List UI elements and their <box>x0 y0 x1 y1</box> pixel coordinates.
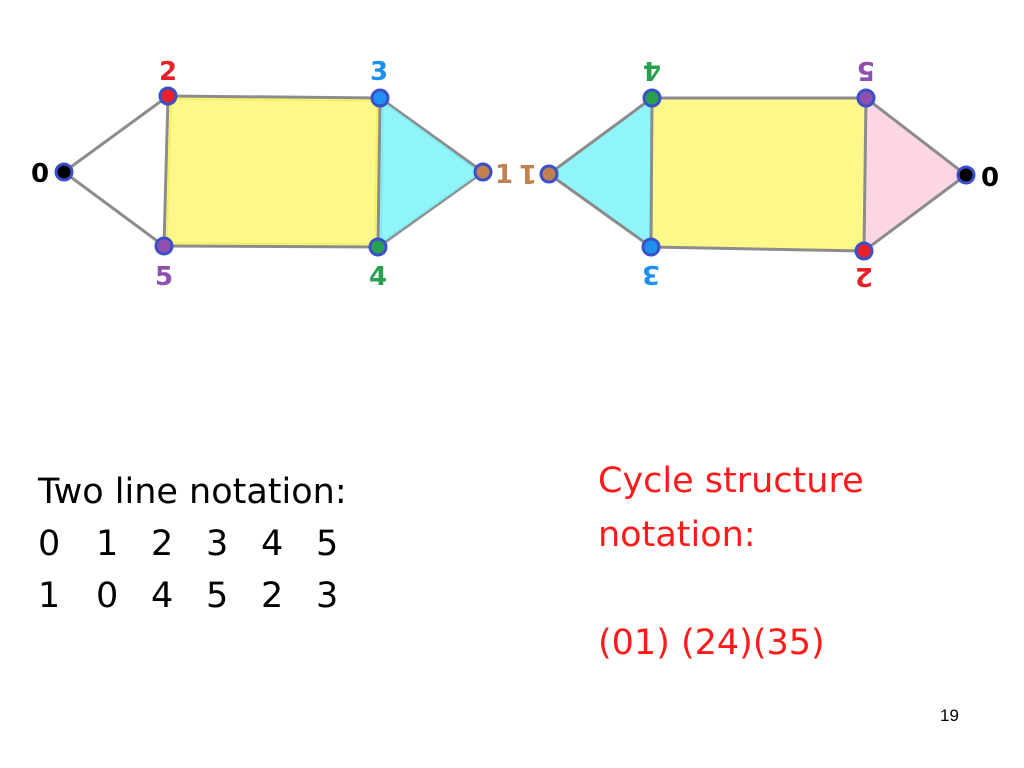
two-line-cell: 2 <box>261 576 284 616</box>
right-edges <box>548 96 967 253</box>
edge-3-4-inner-cyan <box>380 101 384 244</box>
edge-3-1-inner <box>382 101 479 172</box>
right-yellow-face <box>651 98 866 251</box>
edge-3-4 <box>376 97 382 248</box>
two-line-cell: 0 <box>38 524 61 564</box>
edge-5-0 <box>865 96 967 177</box>
right-pink-face <box>864 98 966 251</box>
edge-0-5 <box>63 170 165 248</box>
vertex-label-1: 1 <box>495 160 513 190</box>
vertex-label-5: 5 <box>155 262 173 292</box>
vertex-label-3: 3 <box>370 57 388 87</box>
edge-2-3-inner <box>169 98 378 102</box>
vertex-3 <box>641 237 661 257</box>
vertex-2 <box>854 241 874 261</box>
edge-2-5 <box>162 95 170 247</box>
two-line-cell: 1 <box>38 576 61 616</box>
vertex-label-2: 2 <box>159 57 177 87</box>
cycle-value: (01) (24)(35) <box>598 623 825 663</box>
vertex-0 <box>956 165 976 185</box>
graph-diagram: 0 1 2 3 4 5 <box>31 55 999 292</box>
vertex-label-5-mirrored: 5 <box>857 55 875 85</box>
right-vertices <box>539 88 976 261</box>
right-graph: 0 1 2 3 4 5 <box>519 55 999 291</box>
edge-4-1 <box>377 170 484 249</box>
two-line-cell: 4 <box>151 576 174 616</box>
vertex-2 <box>158 86 178 106</box>
cycle-spacer <box>598 562 998 616</box>
edge-3-4-inner <box>374 100 378 245</box>
vertex-3 <box>370 88 390 108</box>
left-vertex-labels: 0 1 2 3 4 5 <box>31 57 513 292</box>
vertex-1 <box>473 162 493 182</box>
two-line-cell: 4 <box>261 524 284 564</box>
vertex-5 <box>856 88 876 108</box>
edge-1-4 <box>548 96 653 176</box>
left-yellow-face <box>164 96 380 247</box>
vertex-5 <box>154 236 174 256</box>
cycle-notation: Cycle structure notation: (01) (24)(35) <box>598 454 998 670</box>
edge-3-1 <box>379 96 484 174</box>
vertex-label-4-mirrored: 4 <box>643 55 661 85</box>
vertex-label-3-mirrored: 3 <box>642 259 660 289</box>
vertex-1 <box>539 164 559 184</box>
two-line-cell: 5 <box>316 524 339 564</box>
edge-2-3 <box>167 94 381 100</box>
edge-3-2 <box>650 245 865 253</box>
left-graph: 0 1 2 3 4 5 <box>31 57 513 292</box>
two-line-cell: 5 <box>206 576 229 616</box>
right-vertex-labels: 0 1 2 3 4 5 <box>519 55 999 291</box>
edge-2-5-inner <box>166 98 172 244</box>
two-line-cell: 3 <box>206 524 229 564</box>
edge-4-1-inner <box>380 173 479 244</box>
vertex-label-0: 0 <box>981 163 999 193</box>
left-edges <box>63 94 484 249</box>
right-cyan-face <box>549 98 652 247</box>
edge-5-2 <box>862 97 868 252</box>
edge-2-0 <box>863 173 967 253</box>
edge-1-3 <box>548 172 652 249</box>
cycle-title-line-2: notation: <box>598 515 756 555</box>
vertex-label-4: 4 <box>369 262 387 292</box>
two-line-cell: 3 <box>316 576 339 616</box>
vertex-label-2-mirrored: 2 <box>855 261 873 291</box>
edge-5-4 <box>163 244 379 249</box>
vertex-label-0: 0 <box>31 159 49 189</box>
vertex-label-1-mirrored: 1 <box>519 158 537 188</box>
left-inner-edges <box>165 98 479 245</box>
left-vertices <box>54 86 493 257</box>
page-number: 19 <box>940 706 959 725</box>
vertex-4 <box>642 88 662 108</box>
vertex-4 <box>368 237 388 257</box>
edge-5-4-inner <box>165 242 376 245</box>
left-cyan-face <box>378 98 483 247</box>
two-line-title: Two line notation: <box>38 472 347 512</box>
edge-4-3 <box>649 97 654 248</box>
two-line-cell: 1 <box>96 524 119 564</box>
cycle-title-line-1: Cycle structure <box>598 461 864 501</box>
two-line-cell: 2 <box>151 524 174 564</box>
edge-0-2 <box>63 94 169 174</box>
vertex-0 <box>54 162 74 182</box>
two-line-cell: 0 <box>96 576 119 616</box>
